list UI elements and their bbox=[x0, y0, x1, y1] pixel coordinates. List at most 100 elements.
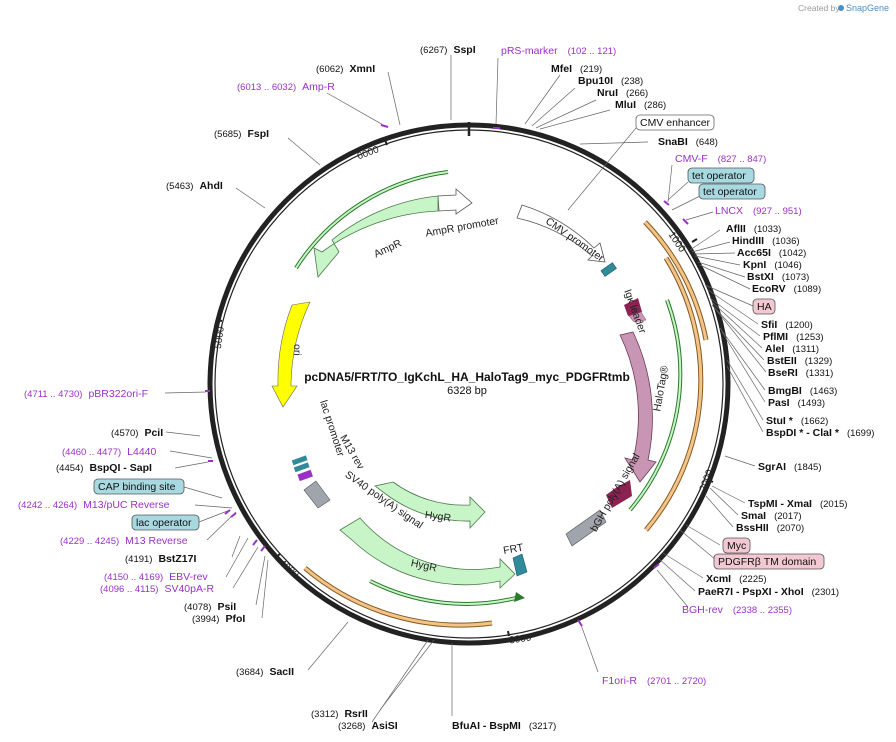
tick-3000: 3000 bbox=[509, 632, 533, 646]
primer-amp-r[interactable]: (6013 .. 6032)Amp-R bbox=[237, 81, 335, 93]
arc-bottom bbox=[304, 566, 493, 627]
primer-m13-puc-reverse[interactable]: (4242 .. 4264)M13/pUC Reverse bbox=[18, 499, 170, 511]
site-sspi[interactable]: (6267)SspI bbox=[420, 44, 476, 56]
primer-f1ori-r[interactable]: F1ori-R(2701 .. 2720) bbox=[602, 675, 706, 687]
pdgfr-box[interactable] bbox=[713, 553, 825, 570]
site-bstxi[interactable]: BstXI(1073) bbox=[747, 271, 809, 283]
site-rsrii[interactable]: (3312)RsrII bbox=[311, 708, 368, 720]
ampr-label: AmpR bbox=[372, 237, 404, 260]
site-psii[interactable]: (4078)PsiI bbox=[184, 601, 236, 613]
site-nrui[interactable]: NruI(266) bbox=[597, 87, 648, 99]
tick-5000: 5000 bbox=[213, 325, 227, 349]
site-ahdi[interactable]: (5463)AhdI bbox=[166, 180, 223, 192]
cap-binding-box[interactable] bbox=[93, 478, 185, 495]
snapgene-logo-icon bbox=[838, 5, 844, 11]
site-pasi[interactable]: PasI(1493) bbox=[768, 397, 825, 409]
lac-operator-block bbox=[293, 462, 310, 473]
site-smai[interactable]: SmaI(2017) bbox=[741, 510, 802, 522]
site-pcii[interactable]: (4570)PciI bbox=[111, 427, 163, 439]
arc-insert bbox=[644, 257, 703, 531]
site-snabi[interactable]: SnaBI(648) bbox=[658, 136, 718, 148]
primer-ticks bbox=[205, 124, 689, 627]
site-pfoi[interactable]: (3994)PfoI bbox=[192, 613, 245, 625]
site-fspi[interactable]: (5685)FspI bbox=[214, 128, 269, 140]
site-xcmi[interactable]: XcmI(2225) bbox=[706, 573, 767, 585]
site-sfii[interactable]: SfiI(1200) bbox=[761, 319, 813, 331]
scale-ticks bbox=[216, 139, 714, 637]
tick-2000: 2000 bbox=[698, 468, 716, 493]
lac-promoter-label: lac promoter bbox=[317, 399, 347, 459]
frt-label: FRT bbox=[502, 542, 525, 557]
ha-label: HA bbox=[757, 301, 772, 313]
primer-m13-reverse[interactable]: (4229 .. 4245)M13 Reverse bbox=[60, 535, 188, 547]
site-bspdi-clai[interactable]: BspDI * - ClaI *(1699) bbox=[766, 427, 874, 439]
myc-label: Myc bbox=[727, 540, 746, 552]
primer-pbr322ori-f[interactable]: (4711 .. 4730)pBR322ori-F bbox=[24, 388, 148, 400]
primer-lncx[interactable]: LNCX(927 .. 951) bbox=[715, 205, 802, 217]
site-stui[interactable]: StuI *(1662) bbox=[766, 415, 828, 427]
site-bsshii[interactable]: BssHII(2070) bbox=[736, 522, 804, 534]
ha-box[interactable] bbox=[752, 298, 776, 315]
site-tspmi-xmai[interactable]: TspMI - XmaI(2015) bbox=[748, 498, 847, 510]
site-aflii[interactable]: AflII(1033) bbox=[726, 223, 781, 235]
tet-operator-label-1: tet operator bbox=[692, 170, 746, 182]
site-acc65i[interactable]: Acc65I(1042) bbox=[737, 247, 806, 259]
site-mlui[interactable]: MluI(286) bbox=[615, 99, 666, 111]
bgh-label: bGH poly(A) signal bbox=[588, 452, 642, 534]
site-bfuai[interactable]: BfuAI - BspMI(3217) bbox=[452, 720, 556, 732]
site-kpni[interactable]: KpnI(1046) bbox=[743, 259, 802, 271]
igk-leader-label: Igκ leader bbox=[621, 288, 648, 336]
site-bstz17i[interactable]: (4191)BstZ17I bbox=[125, 553, 196, 565]
primer-prs-marker[interactable]: pRS-marker(102 .. 121) bbox=[501, 45, 616, 57]
tet-operator-box-1[interactable] bbox=[687, 167, 755, 184]
site-sacii[interactable]: (3684)SacII bbox=[236, 666, 294, 678]
site-paer7i-xhoi[interactable]: PaeR7I - PspXI - XhoI(2301) bbox=[698, 586, 839, 598]
site-bmgbi[interactable]: BmgBI(1463) bbox=[768, 385, 837, 397]
pdgfr-label: PDGFRβ TM domain bbox=[718, 556, 816, 568]
site-pflmi[interactable]: PflMI(1253) bbox=[763, 331, 824, 343]
tet-operator-block bbox=[600, 262, 617, 277]
myc-box[interactable] bbox=[722, 537, 751, 554]
tet-operator-label-2: tet operator bbox=[703, 186, 757, 198]
primer-cmv-f[interactable]: CMV-F(827 .. 847) bbox=[675, 153, 766, 165]
site-xmni[interactable]: (6062)XmnI bbox=[316, 63, 375, 75]
restriction-sites-left: (6267)SspI (6062)XmnI (5685)FspI (5463)A… bbox=[56, 44, 556, 732]
primer-bgh-rev[interactable]: BGH-rev(2338 .. 2355) bbox=[682, 604, 792, 616]
ampr-promoter-label: AmpR promoter bbox=[425, 215, 501, 240]
boxed-feature-labels: CMV enhancer tet operator tet operator H… bbox=[93, 114, 825, 570]
tet-operator-box-2[interactable] bbox=[698, 183, 766, 200]
arc-hygr-cds-fill bbox=[369, 580, 521, 605]
site-bspqi[interactable]: (4454)BspQI - SapI bbox=[56, 462, 152, 474]
arc-tetcmv bbox=[643, 220, 708, 341]
halotag-arrow bbox=[619, 331, 657, 483]
primer-sv40pa-r[interactable]: (4096 .. 4115)SV40pA-R bbox=[100, 583, 214, 595]
site-asisi[interactable]: (3268)AsiSI bbox=[338, 720, 398, 732]
brand-name: SnapGene bbox=[846, 3, 889, 13]
hygr-arrow-1 bbox=[374, 481, 486, 530]
credit-prefix: Created by bbox=[798, 3, 840, 13]
site-mfei[interactable]: MfeI(219) bbox=[551, 63, 602, 75]
primer-l4440[interactable]: (4460 .. 4477)L4440 bbox=[62, 446, 157, 458]
site-ecorv[interactable]: EcoRV(1089) bbox=[752, 283, 821, 295]
hygr-label-1: HygR bbox=[424, 509, 452, 525]
lac-operator-box[interactable] bbox=[131, 514, 200, 531]
site-sgrai[interactable]: SgrAI(1845) bbox=[758, 461, 821, 473]
plasmid-name: pcDNA5/FRT/TO_IgKchL_HA_HaloTag9_myc_PDG… bbox=[304, 370, 630, 384]
cap-binding-label: CAP binding site bbox=[98, 481, 176, 493]
site-hindiii[interactable]: HindIII(1036) bbox=[732, 235, 800, 247]
hygr-label-2: HygR bbox=[410, 557, 439, 574]
ori-label: ori bbox=[291, 344, 303, 356]
site-bpu10i[interactable]: Bpu10I(238) bbox=[578, 75, 643, 87]
primer-ebv-rev[interactable]: (4150 .. 4169)EBV-rev bbox=[104, 571, 208, 583]
cmv-enhancer-box[interactable] bbox=[635, 114, 715, 131]
frt-block bbox=[512, 553, 528, 577]
site-bseri[interactable]: BseRI(1331) bbox=[768, 367, 833, 379]
halotag-label: HaloTag® bbox=[651, 365, 671, 413]
plasmid-length: 6328 bp bbox=[447, 385, 487, 397]
site-alei[interactable]: AleI(1311) bbox=[765, 343, 819, 355]
site-bsteii[interactable]: BstEII(1329) bbox=[767, 355, 832, 367]
ha-block bbox=[628, 311, 647, 323]
lac-operator-label: lac operator bbox=[136, 517, 192, 529]
